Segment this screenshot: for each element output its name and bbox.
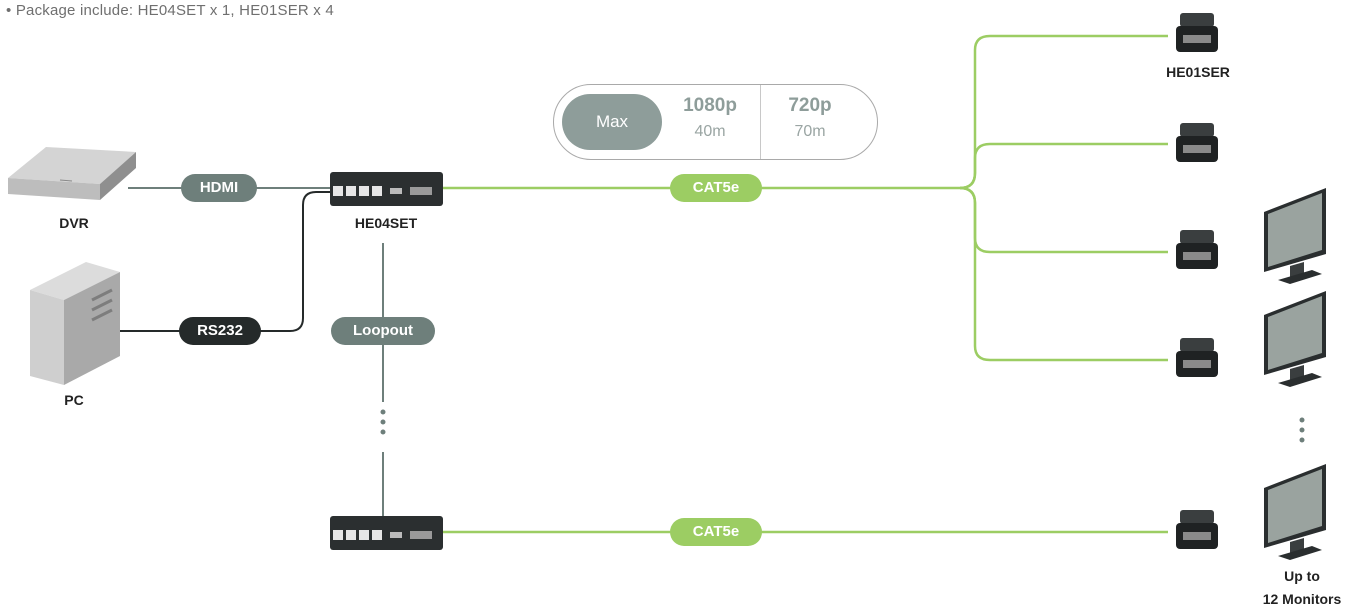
cat5e-cable-rx2 (959, 142, 1168, 190)
hdmi-label: HDMI (181, 174, 257, 202)
dvr-icon (8, 147, 136, 200)
monitors-label-line2: 12 Monitors (1262, 591, 1342, 607)
max-resolution-spec: Max 1080p 40m 720p 70m (553, 84, 878, 160)
rs232-label: RS232 (179, 317, 261, 345)
spec-resolution: 1080p (683, 95, 737, 116)
monitor-icon (1264, 188, 1326, 284)
monitors-ellipsis (1299, 417, 1305, 443)
dvr-label: DVR (59, 215, 89, 231)
spec-column-1080p: 1080p 40m (660, 93, 760, 145)
he04set-transmitter-icon (330, 172, 443, 206)
package-note: • Package include: HE04SET x 1, HE01SER … (6, 2, 334, 19)
pc-label: PC (64, 392, 84, 408)
he01ser-receiver-icon (1176, 338, 1218, 377)
spec-resolution: 720p (788, 95, 832, 116)
cat5e-label-top: CAT5e (670, 174, 762, 202)
he04set-loopout-unit-icon (330, 516, 443, 550)
he01ser-receiver-icon (1176, 123, 1218, 162)
rs232-cable (118, 191, 330, 332)
monitor-icon (1264, 291, 1326, 387)
loopout-label: Loopout (331, 317, 435, 345)
monitors-label-line1: Up to (1284, 568, 1320, 584)
cat5e-label-bottom: CAT5e (670, 518, 762, 546)
cat5e-cable-rx3 (959, 186, 1168, 254)
he01ser-receiver-icon (1176, 13, 1218, 52)
monitor-icon (1264, 464, 1326, 560)
spec-max-badge: Max (562, 94, 662, 150)
he01ser-label: HE01SER (1166, 64, 1230, 80)
loopout-ellipsis (380, 409, 386, 435)
he01ser-receiver-icon (1176, 230, 1218, 269)
he01ser-receiver-icon (1176, 510, 1218, 549)
spec-column-720p: 720p 70m (760, 93, 860, 145)
he04set-label: HE04SET (354, 215, 418, 231)
cat5e-cable-rx4 (959, 186, 1168, 362)
spec-distance: 70m (794, 123, 826, 140)
spec-divider (760, 85, 761, 159)
pc-tower-icon (30, 262, 120, 385)
spec-distance: 40m (694, 123, 726, 140)
